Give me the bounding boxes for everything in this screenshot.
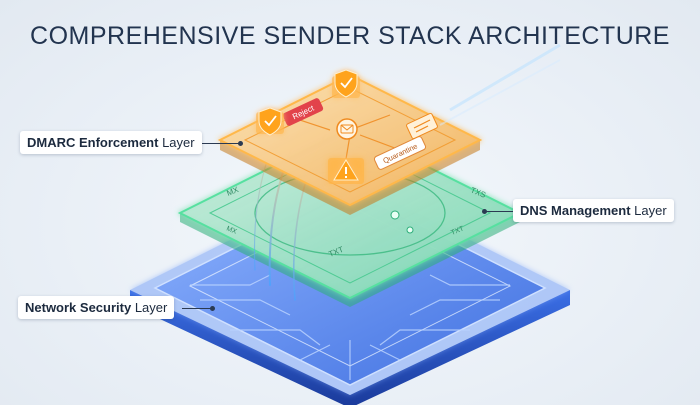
email-hub-icon [337, 119, 357, 139]
callout-dmarc-rest: Layer [158, 135, 194, 150]
callout-network-rest: Layer [131, 300, 167, 315]
lead-line-network [182, 308, 212, 309]
light-streak [450, 45, 560, 110]
callout-dns-bold: DNS Management [520, 203, 631, 218]
light-streak [440, 60, 560, 125]
warning-icon [328, 158, 364, 184]
callout-dns: DNS Management Layer [513, 199, 674, 222]
lead-dot-dmarc [238, 141, 243, 146]
callout-network-bold: Network Security [25, 300, 131, 315]
dns-node-dot [391, 211, 399, 219]
shield-check-icon [332, 70, 360, 98]
callout-network: Network Security Layer [18, 296, 174, 319]
lead-line-dmarc [202, 143, 240, 144]
callout-dns-rest: Layer [631, 203, 667, 218]
lead-dot-dns [482, 209, 487, 214]
lead-dot-network [210, 306, 215, 311]
dns-node-dot [407, 227, 413, 233]
callout-dmarc-bold: DMARC Enforcement [27, 135, 158, 150]
callout-dmarc: DMARC Enforcement Layer [20, 131, 202, 154]
lead-line-dns [485, 211, 513, 212]
shield-check-icon [256, 108, 284, 135]
